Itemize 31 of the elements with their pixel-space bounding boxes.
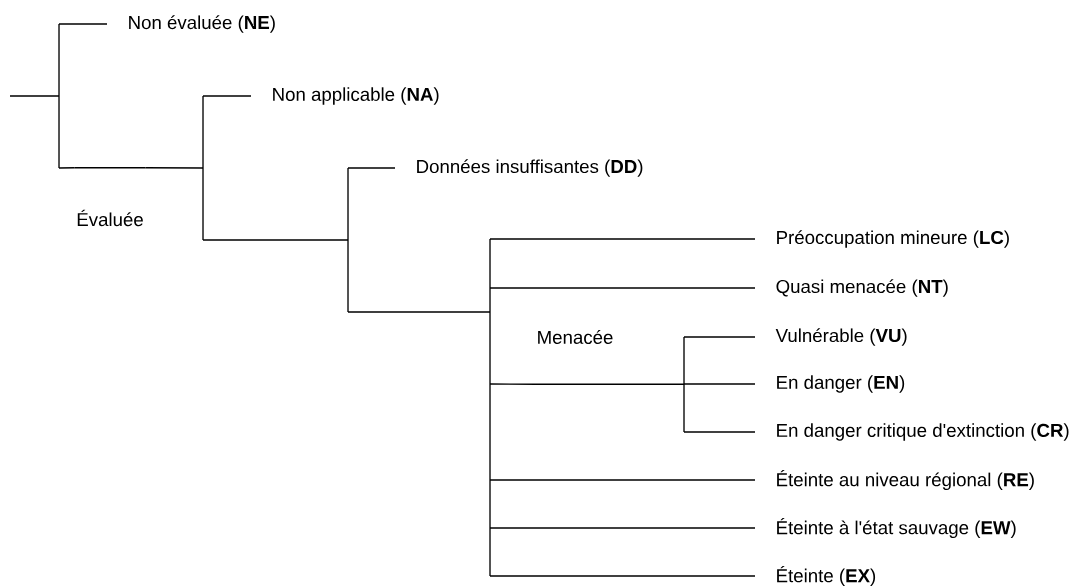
branch-line (9, 23, 60, 169)
category-label: En danger critique d'extinction (CR) (777, 423, 1069, 441)
branch-line (489, 479, 756, 481)
branch-line (347, 238, 491, 577)
category-label: Données insuffisantes (DD) (417, 159, 643, 177)
branch-line (58, 23, 108, 25)
category-label: Vulnérable (VU) (775, 328, 907, 346)
branch-line (144, 95, 204, 241)
branch-line (683, 383, 756, 385)
branch-line (683, 431, 756, 433)
category-label: Non applicable (NA) (273, 87, 439, 105)
group-label: Menacée (534, 330, 616, 385)
branch-line (489, 287, 756, 289)
branch-line (683, 336, 756, 338)
branch-line (489, 238, 756, 240)
branch-line (489, 575, 756, 577)
branch-line (202, 95, 252, 97)
category-label: Préoccupation mineure (LC) (777, 230, 1009, 248)
branch-line (58, 167, 76, 169)
category-label: En danger (EN) (777, 375, 905, 393)
category-label: Éteinte au niveau régional (RE) (777, 469, 1034, 490)
category-label: Éteinte à l'état sauvage (EW) (777, 517, 1016, 538)
category-label: Éteinte (EX) (777, 565, 876, 586)
category-label: Non évaluée (NE) (129, 15, 275, 33)
category-label: Quasi menacée (NT) (776, 279, 948, 297)
branch-line (202, 167, 349, 313)
branch-line (347, 167, 396, 169)
branch-line (614, 336, 685, 433)
branch-line (489, 527, 756, 529)
branch-line (489, 383, 536, 385)
group-label: Évaluée (74, 167, 146, 227)
